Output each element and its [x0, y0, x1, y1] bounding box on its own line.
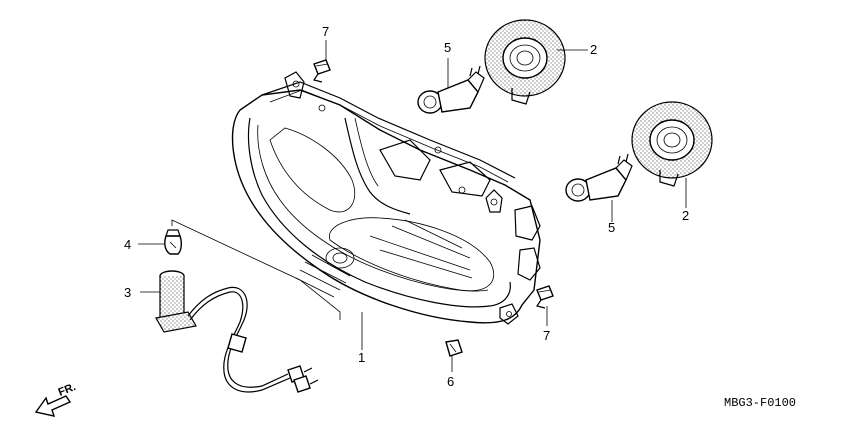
front-direction-label: FR.	[57, 381, 78, 399]
label-part-4: 4	[124, 237, 131, 252]
label-part-1: 1	[358, 350, 365, 365]
bulb-lower	[565, 153, 633, 202]
label-part-2-upper: 2	[590, 42, 597, 57]
label-part-7-upper: 7	[322, 24, 329, 39]
dust-cover-upper	[484, 19, 566, 105]
screw-lower	[536, 285, 554, 309]
label-part-7-lower: 7	[543, 328, 550, 343]
drawing-code: MBG3-F0100	[724, 396, 796, 410]
headlight-assembly	[231, 71, 541, 325]
label-part-3: 3	[124, 285, 131, 300]
leader-lines	[138, 40, 687, 372]
dust-cover-lower	[631, 101, 713, 187]
label-part-6: 6	[447, 374, 454, 389]
front-arrow-icon	[34, 395, 72, 417]
position-bulb	[164, 229, 183, 255]
position-socket-harness	[155, 270, 319, 393]
label-part-2-lower: 2	[682, 208, 689, 223]
label-part-5-upper: 5	[444, 40, 451, 55]
label-part-5-lower: 5	[608, 220, 615, 235]
bulb-upper	[417, 65, 485, 114]
clip	[445, 339, 463, 357]
screw-upper	[313, 59, 331, 83]
